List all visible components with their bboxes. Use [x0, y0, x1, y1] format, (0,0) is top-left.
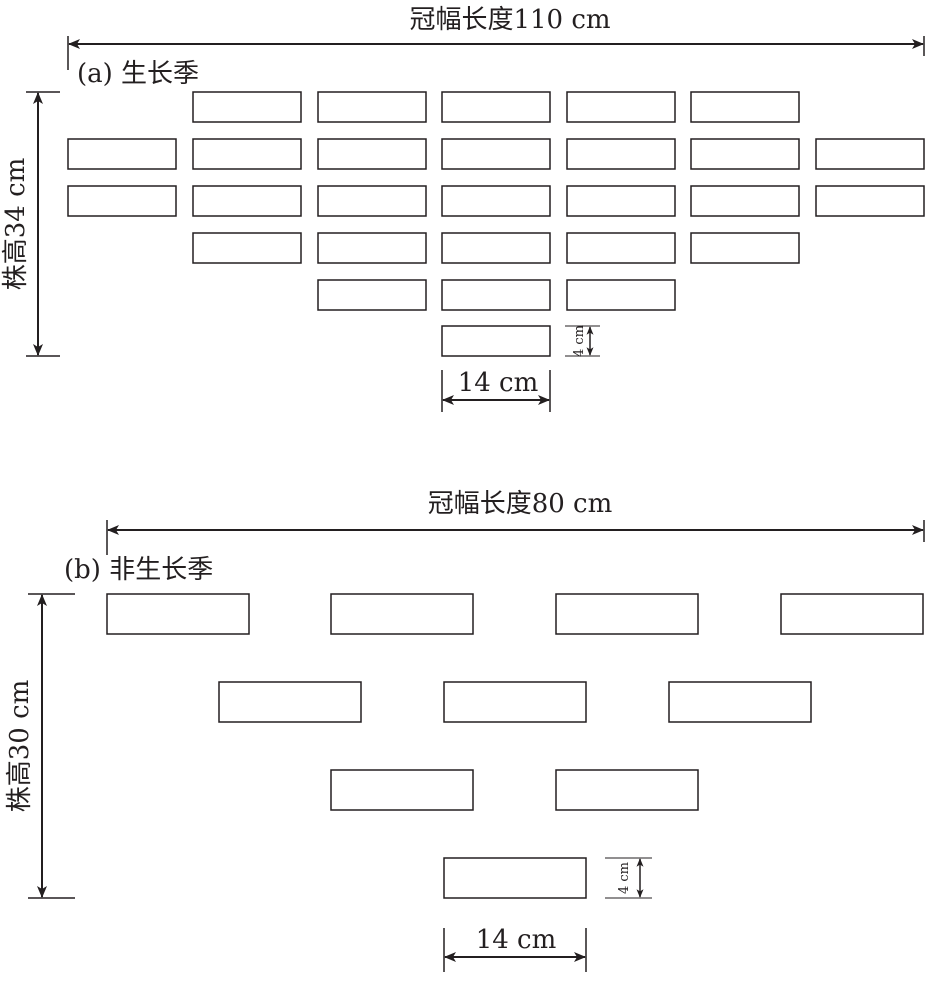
leaf-block: [566, 138, 676, 170]
leaf-block: [815, 185, 925, 217]
leaf-block: [441, 138, 551, 170]
crown-width-label-a: 冠幅长度110 cm: [409, 5, 610, 35]
leaf-block: [555, 593, 699, 635]
crown-width-label-b: 冠幅长度80 cm: [428, 489, 613, 519]
leaf-block: [192, 185, 302, 217]
block-width-label-a: 14 cm: [458, 368, 539, 398]
leaf-block: [192, 138, 302, 170]
leaf-block: [317, 232, 427, 264]
panel-b: 冠幅长度80 cm (b) 非生长季 株高30 cm 14 cm 4 cm: [5, 489, 925, 972]
leaf-block: [192, 91, 302, 123]
block-width-label-b: 14 cm: [476, 925, 557, 955]
leaf-block: [67, 138, 177, 170]
plant-height-label-b: 株高30 cm: [5, 680, 35, 813]
leaf-block: [566, 185, 676, 217]
leaf-block: [441, 325, 551, 357]
leaf-block: [566, 279, 676, 311]
leaf-block: [566, 232, 676, 264]
panel-a: 冠幅长度110 cm (a) 生长季 株高34 cm 14 cm 4 cm: [1, 5, 925, 412]
blocks-a: [67, 91, 925, 357]
leaf-block: [690, 91, 800, 123]
leaf-block: [690, 138, 800, 170]
leaf-block: [317, 138, 427, 170]
plant-height-label-a: 株高34 cm: [1, 158, 31, 291]
leaf-block: [668, 681, 812, 723]
leaf-block: [330, 769, 474, 811]
leaf-block: [317, 185, 427, 217]
leaf-block: [690, 185, 800, 217]
blocks-b: [106, 593, 924, 899]
leaf-block: [555, 769, 699, 811]
leaf-block: [317, 91, 427, 123]
leaf-block: [780, 593, 924, 635]
leaf-block: [317, 279, 427, 311]
leaf-block: [106, 593, 250, 635]
panel-label-a: (a) 生长季: [77, 59, 199, 89]
block-height-label-b: 4 cm: [617, 862, 632, 894]
block-height-label-a: 4 cm: [572, 325, 587, 357]
leaf-block: [218, 681, 362, 723]
leaf-block: [441, 91, 551, 123]
panel-label-b: (b) 非生长季: [64, 555, 213, 585]
leaf-block: [443, 681, 587, 723]
leaf-block: [690, 232, 800, 264]
leaf-block: [67, 185, 177, 217]
leaf-block: [566, 91, 676, 123]
leaf-block: [441, 185, 551, 217]
leaf-block: [815, 138, 925, 170]
leaf-block: [443, 857, 587, 899]
leaf-block: [441, 232, 551, 264]
leaf-block: [330, 593, 474, 635]
leaf-block: [441, 279, 551, 311]
leaf-block: [192, 232, 302, 264]
